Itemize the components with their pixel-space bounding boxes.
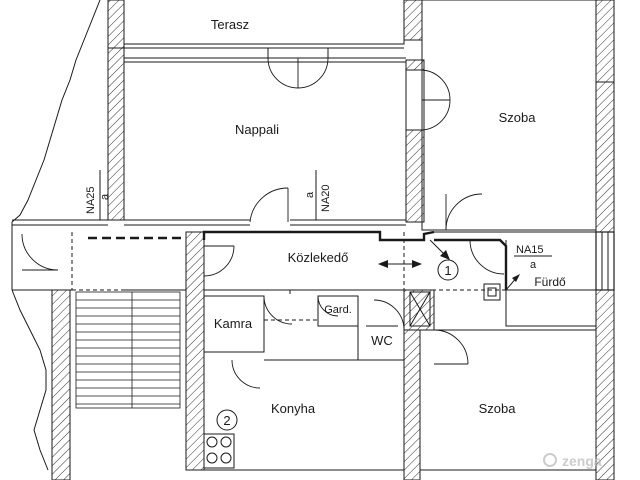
marker-na15-sub: a: [530, 259, 537, 271]
staircase: [75, 291, 181, 409]
marker-na20-label: NA20: [320, 184, 332, 212]
interior-walls: [11, 0, 596, 471]
section-marker-na15: NA15 a: [514, 244, 552, 271]
room-label-terasz: Terasz: [211, 17, 249, 32]
room-label-nappali: Nappali: [235, 122, 279, 137]
room-label-wc: WC: [371, 333, 393, 348]
watermark-text: zenga: [562, 453, 602, 469]
direction-arrow: [378, 260, 422, 268]
room-label-szoba-top: Szoba: [499, 110, 537, 125]
room-label-gard: Gard.: [324, 304, 352, 316]
section-marker-na20: NA20 a: [304, 170, 332, 220]
room-label-konyha: Konyha: [271, 401, 316, 416]
marker-na25-sub: a: [99, 193, 111, 200]
circle-marker-1: 1: [437, 259, 459, 281]
watermark-logo: zenga: [543, 453, 602, 469]
marker-na15-label: NA15: [516, 244, 544, 256]
stove-icon: [203, 433, 235, 469]
marker-na20-sub: a: [304, 191, 316, 198]
room-label-kozlekedo: Közlekedő: [288, 250, 349, 265]
doors: [21, 47, 505, 389]
circle-marker-2: 2: [216, 409, 238, 431]
room-label-kamra: Kamra: [214, 316, 253, 331]
circle-marker-2-label: 2: [223, 413, 230, 428]
route-lines: [88, 230, 508, 290]
meter-arrow-icon: [429, 239, 520, 291]
section-marker-na25: NA25 a: [85, 170, 111, 220]
dashed-lines: [71, 43, 596, 470]
marker-na25-label: NA25: [85, 186, 97, 214]
room-label-szoba-bottom: Szoba: [479, 401, 517, 416]
circle-marker-1-label: 1: [444, 263, 451, 278]
room-label-furdo: Fürdő: [534, 275, 566, 289]
